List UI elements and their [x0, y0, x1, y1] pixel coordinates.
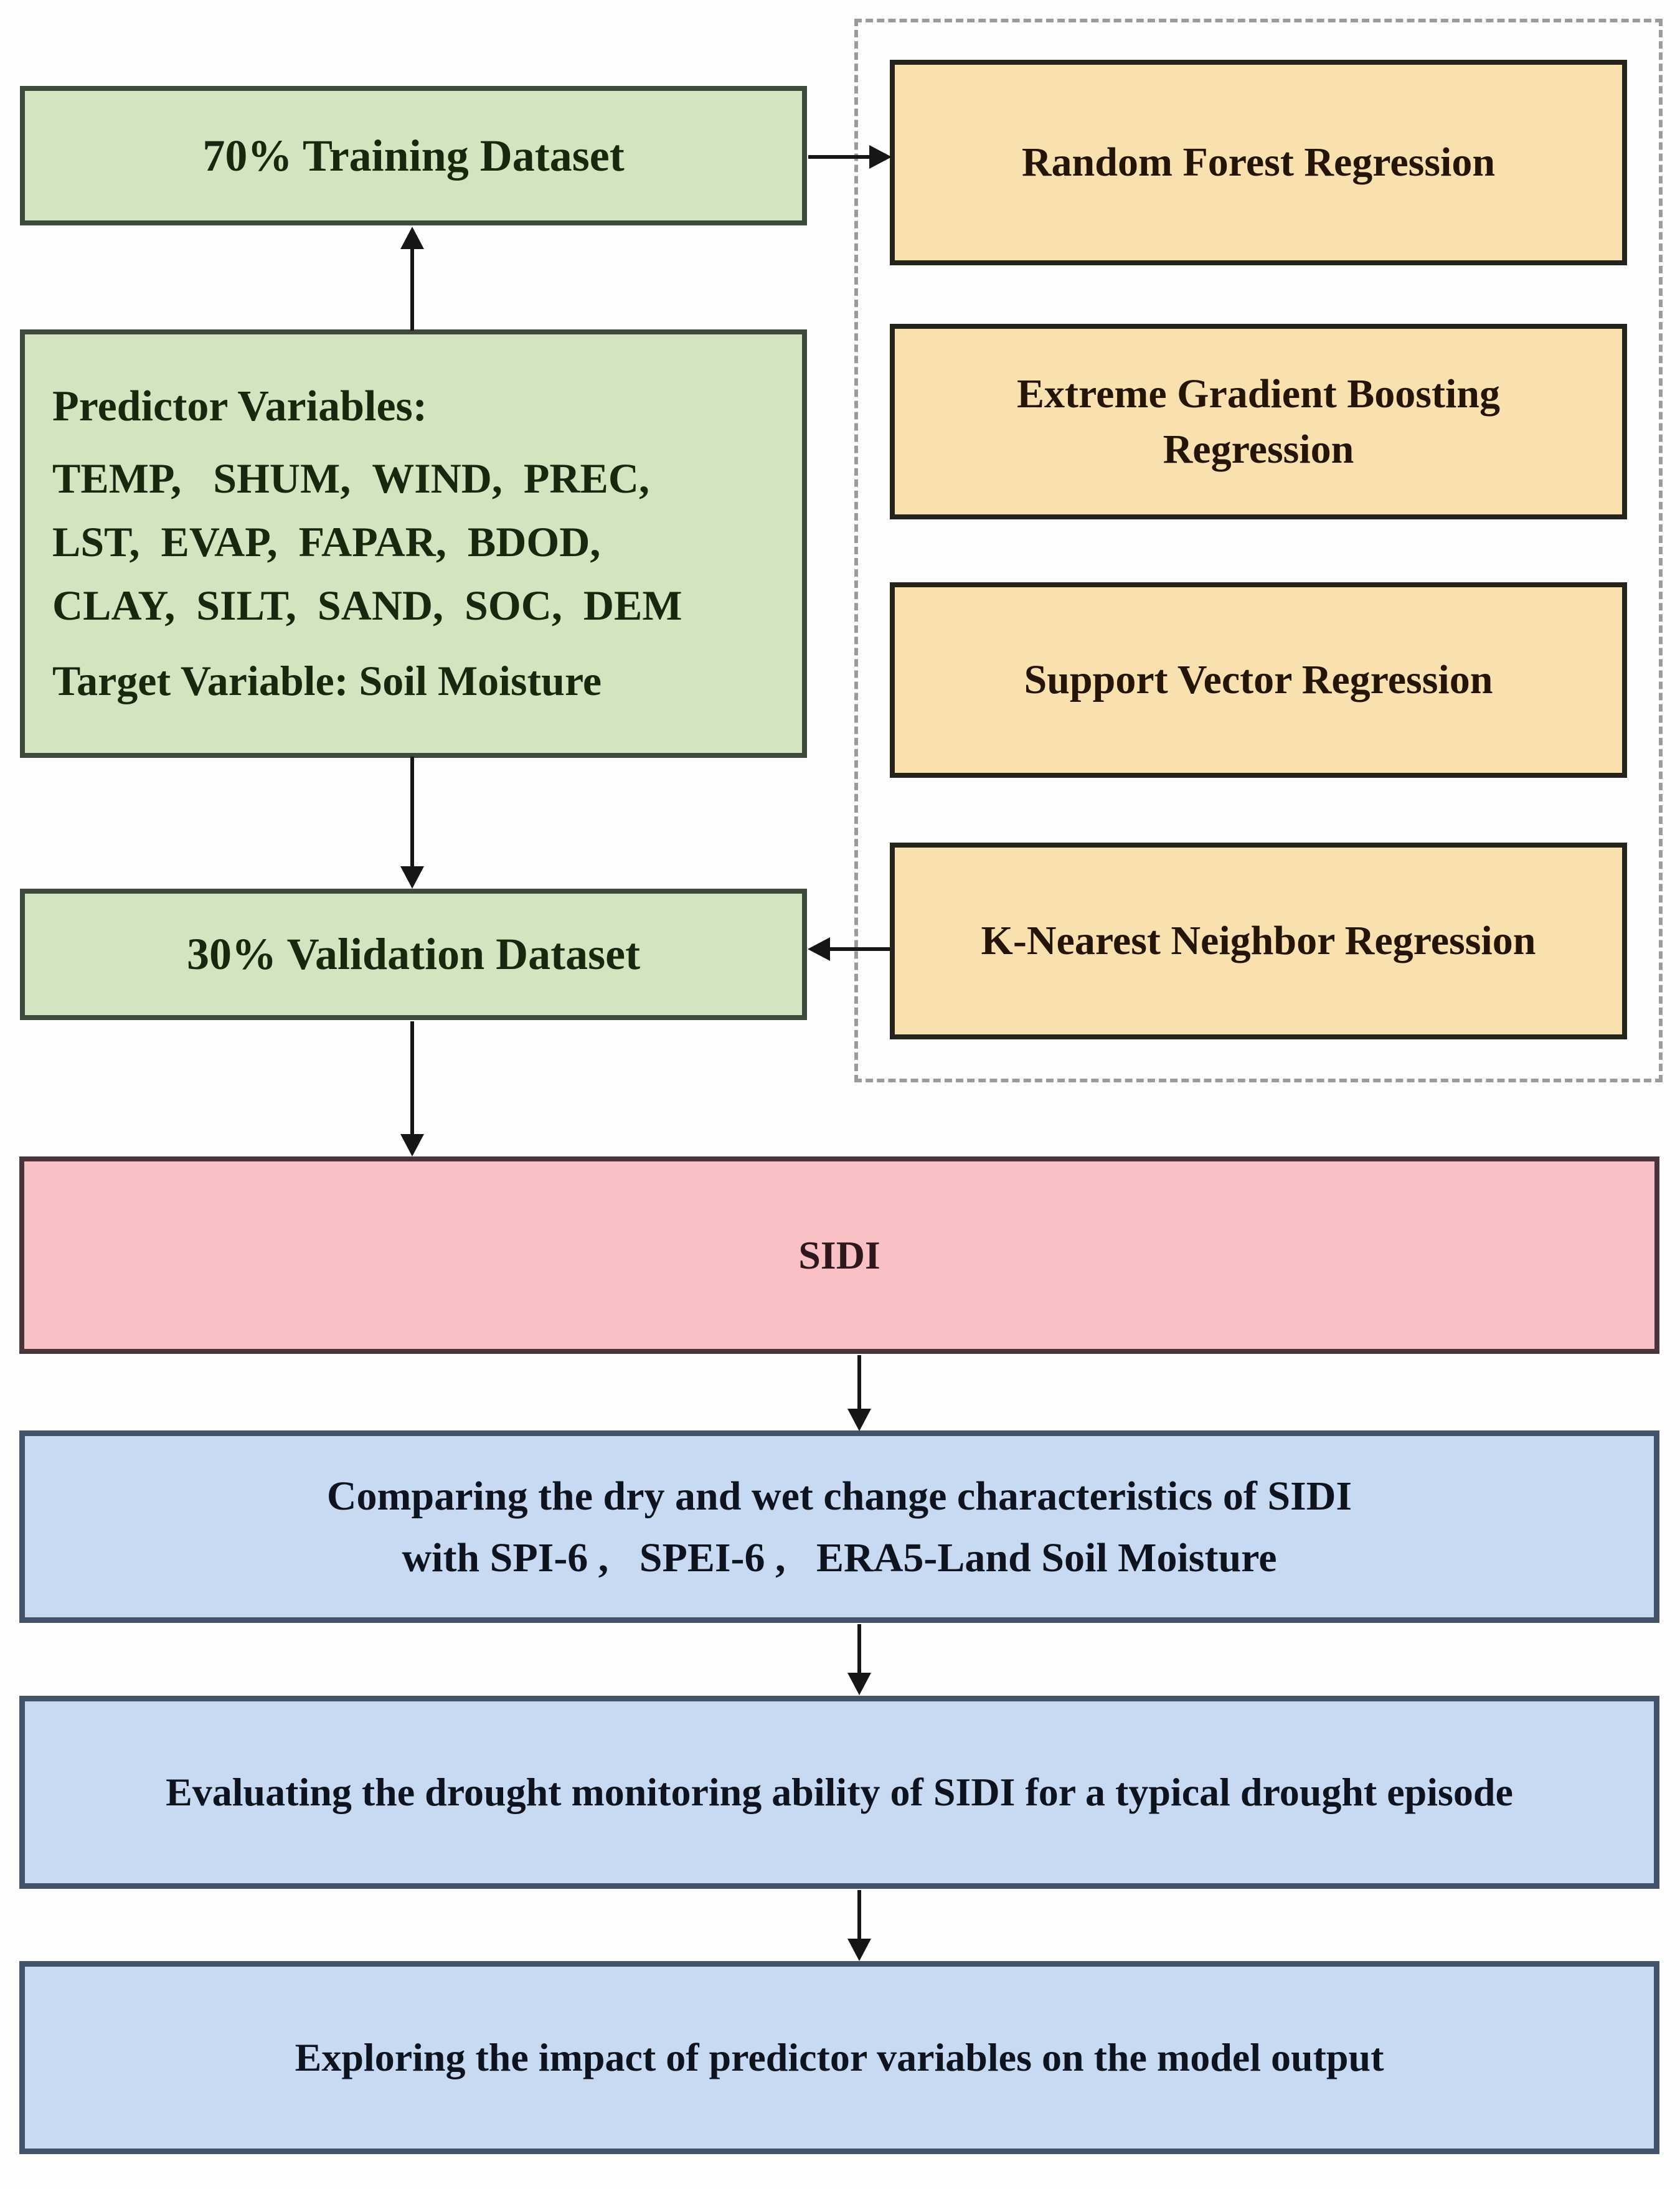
- arrow-sidi-to-compare-head: [847, 1409, 871, 1431]
- predictor-variables-box: Predictor Variables: TEMP, SHUM, WIND, P…: [20, 329, 807, 758]
- explore-label: Exploring the impact of predictor variab…: [295, 2035, 1384, 2079]
- arrow-predictors-to-training-line: [410, 248, 414, 331]
- model-box-xgboost: Extreme Gradient Boosting Regression: [890, 324, 1627, 519]
- evaluate-label: Evaluating the drought monitoring abilit…: [166, 1770, 1513, 1814]
- predictor-variables-line-3: CLAY, SILT, SAND, SOC, DEM: [52, 582, 682, 630]
- predictor-variables-line-1: TEMP, SHUM, WIND, PREC,: [52, 455, 671, 503]
- arrow-evaluate-to-explore-line: [857, 1890, 861, 1940]
- compare-line-2: with SPI-6 , SPEI-6 , ERA5-Land Soil Moi…: [402, 1534, 1277, 1581]
- sidi-label: SIDI: [798, 1232, 880, 1277]
- sidi-box: SIDI: [19, 1156, 1659, 1354]
- model-random-forest-label: Random Forest Regression: [1021, 139, 1496, 186]
- explore-box: Exploring the impact of predictor variab…: [19, 1961, 1659, 2154]
- arrow-validation-to-sidi-line: [410, 1021, 414, 1135]
- arrow-compare-to-evaluate-line: [857, 1624, 861, 1674]
- compare-box: Comparing the dry and wet change charact…: [19, 1430, 1659, 1623]
- training-dataset-box: 70% Training Dataset: [20, 86, 807, 225]
- evaluate-box: Evaluating the drought monitoring abilit…: [19, 1696, 1659, 1889]
- arrow-validation-to-sidi-head: [400, 1134, 424, 1156]
- compare-line-1: Comparing the dry and wet change charact…: [326, 1473, 1352, 1519]
- arrow-sidi-to-compare-line: [857, 1355, 861, 1410]
- arrow-predictors-to-validation-line: [410, 757, 414, 868]
- validation-dataset-label: 30% Validation Dataset: [186, 929, 641, 979]
- model-box-knn: K-Nearest Neighbor Regression: [890, 843, 1627, 1039]
- arrow-compare-to-evaluate-head: [847, 1673, 871, 1695]
- model-box-svr: Support Vector Regression: [890, 582, 1627, 778]
- arrow-predictors-to-training-head: [400, 227, 424, 249]
- training-dataset-label: 70% Training Dataset: [202, 130, 625, 181]
- model-svr-label: Support Vector Regression: [1024, 657, 1493, 703]
- model-box-random-forest: Random Forest Regression: [890, 60, 1627, 265]
- target-variable-line: Target Variable: Soil Moisture: [52, 657, 602, 705]
- arrow-evaluate-to-explore-head: [847, 1939, 871, 1961]
- predictor-variables-title: Predictor Variables:: [52, 382, 428, 431]
- arrow-training-to-models-line: [808, 155, 871, 159]
- model-xgboost-label: Extreme Gradient Boosting Regression: [1016, 371, 1501, 472]
- ml-models-group-outline: [854, 19, 1663, 1082]
- validation-dataset-box: 30% Validation Dataset: [20, 889, 807, 1020]
- predictor-variables-line-2: LST, EVAP, FAPAR, BDOD,: [52, 518, 622, 566]
- model-knn-label: K-Nearest Neighbor Regression: [981, 918, 1536, 964]
- arrow-knn-to-validation-head: [808, 937, 830, 961]
- arrow-training-to-models-head: [869, 145, 892, 169]
- arrow-predictors-to-validation-head: [400, 866, 424, 889]
- arrow-knn-to-validation-line: [828, 947, 890, 951]
